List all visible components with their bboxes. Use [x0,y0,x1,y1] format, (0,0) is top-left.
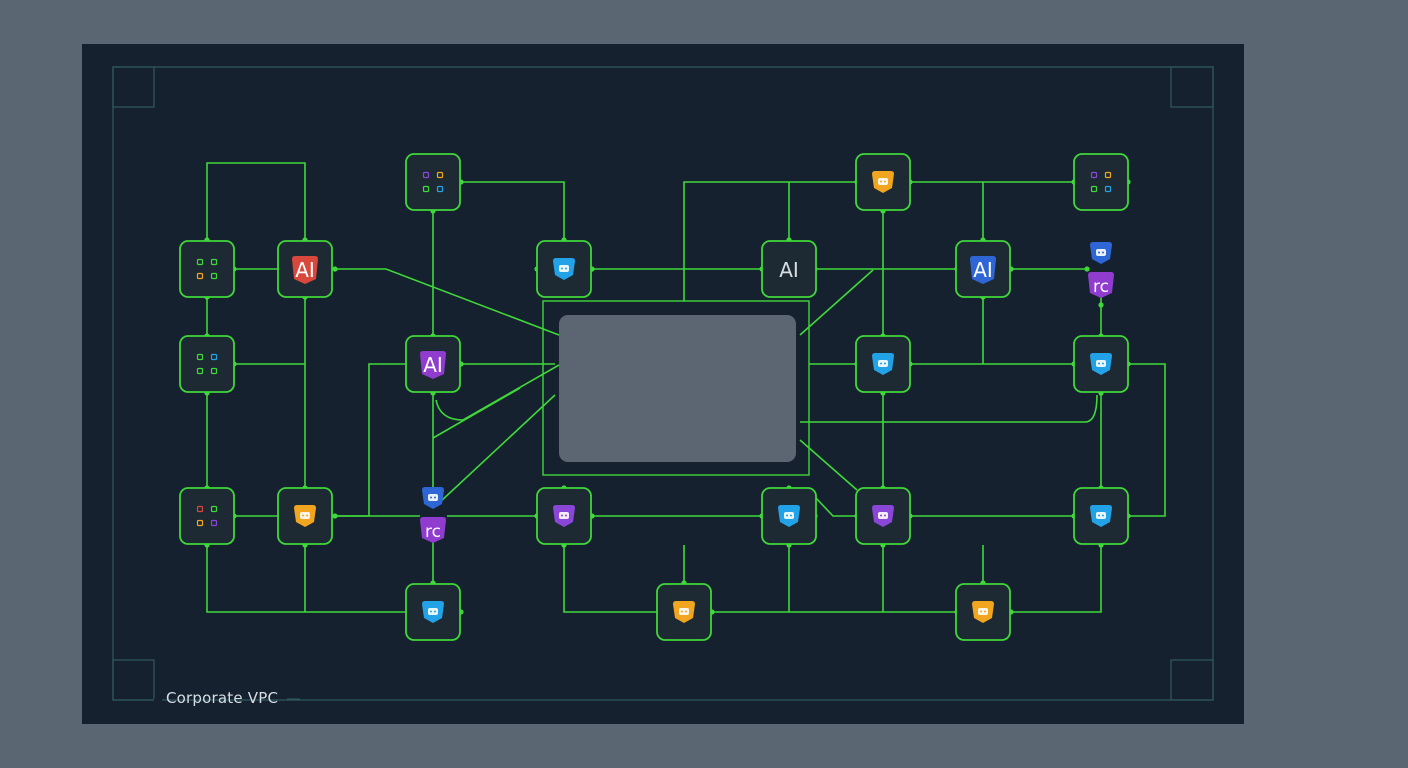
vpc-label: Corporate VPC [166,689,279,707]
link-dot-16 [332,266,338,272]
grid-node-5[interactable] [1073,153,1129,211]
ai-node-red[interactable]: AI [277,240,333,298]
orange-node-1[interactable] [277,487,333,545]
ai-node-text: AI [423,353,443,377]
violet-node-1[interactable] [536,487,592,545]
orange-node-3[interactable] [855,153,911,211]
link-dot-17 [332,513,338,519]
rc-node-text: rc [1093,277,1109,297]
blue-node-4[interactable] [855,335,911,393]
grid-node-1[interactable] [179,240,235,298]
float-stack-right[interactable]: rc [1088,242,1114,298]
orange-node-2[interactable] [656,583,712,641]
link-15 [461,181,565,240]
link-44 [1128,363,1166,517]
link-dot-71 [1084,266,1090,272]
central-hub-screen [559,315,796,462]
blue-node-5[interactable] [1073,335,1129,393]
link-43 [800,394,1098,423]
frame-corner-bottom-right [1170,659,1214,701]
float-stack-left[interactable]: rc [420,487,446,543]
central-hub-border [542,300,810,476]
ai-node-text: AI [295,258,315,282]
link-11 [335,363,408,517]
link-dot-72 [1098,302,1104,308]
link-25 [683,181,857,301]
ai-node-purple[interactable]: AI [405,335,461,393]
link-22 [563,545,659,613]
blue-node-2[interactable] [536,240,592,298]
violet-node-2[interactable] [855,487,911,545]
blue-node-6[interactable] [1073,487,1129,545]
link-28 [799,269,874,336]
rc-node-text: rc [425,522,441,542]
link-10 [335,268,560,336]
frame-corner-top-left [112,66,155,108]
ai-node-blue[interactable]: AI [955,240,1011,298]
blue-node-1[interactable] [405,583,461,641]
ai-node-text: AI [779,258,799,282]
grid-node-2[interactable] [179,335,235,393]
orange-node-4[interactable] [955,583,1011,641]
link-21 [439,394,556,503]
grid-node-4[interactable] [405,153,461,211]
frame-corner-top-right [1170,66,1214,108]
blue-node-3[interactable] [761,487,817,545]
ai-node-text: AI [973,258,993,282]
service-nodes: AI AI AI AI rc rc [179,153,1129,641]
link-49 [1011,545,1102,613]
link-5 [206,545,408,613]
link-20 [432,387,521,439]
frame-corner-bottom-left [112,659,155,701]
link-31 [814,496,857,517]
grid-node-3[interactable] [179,487,235,545]
connection-links [206,162,1166,613]
ai-node-dark[interactable]: AI [761,240,817,298]
link-1 [206,162,306,240]
